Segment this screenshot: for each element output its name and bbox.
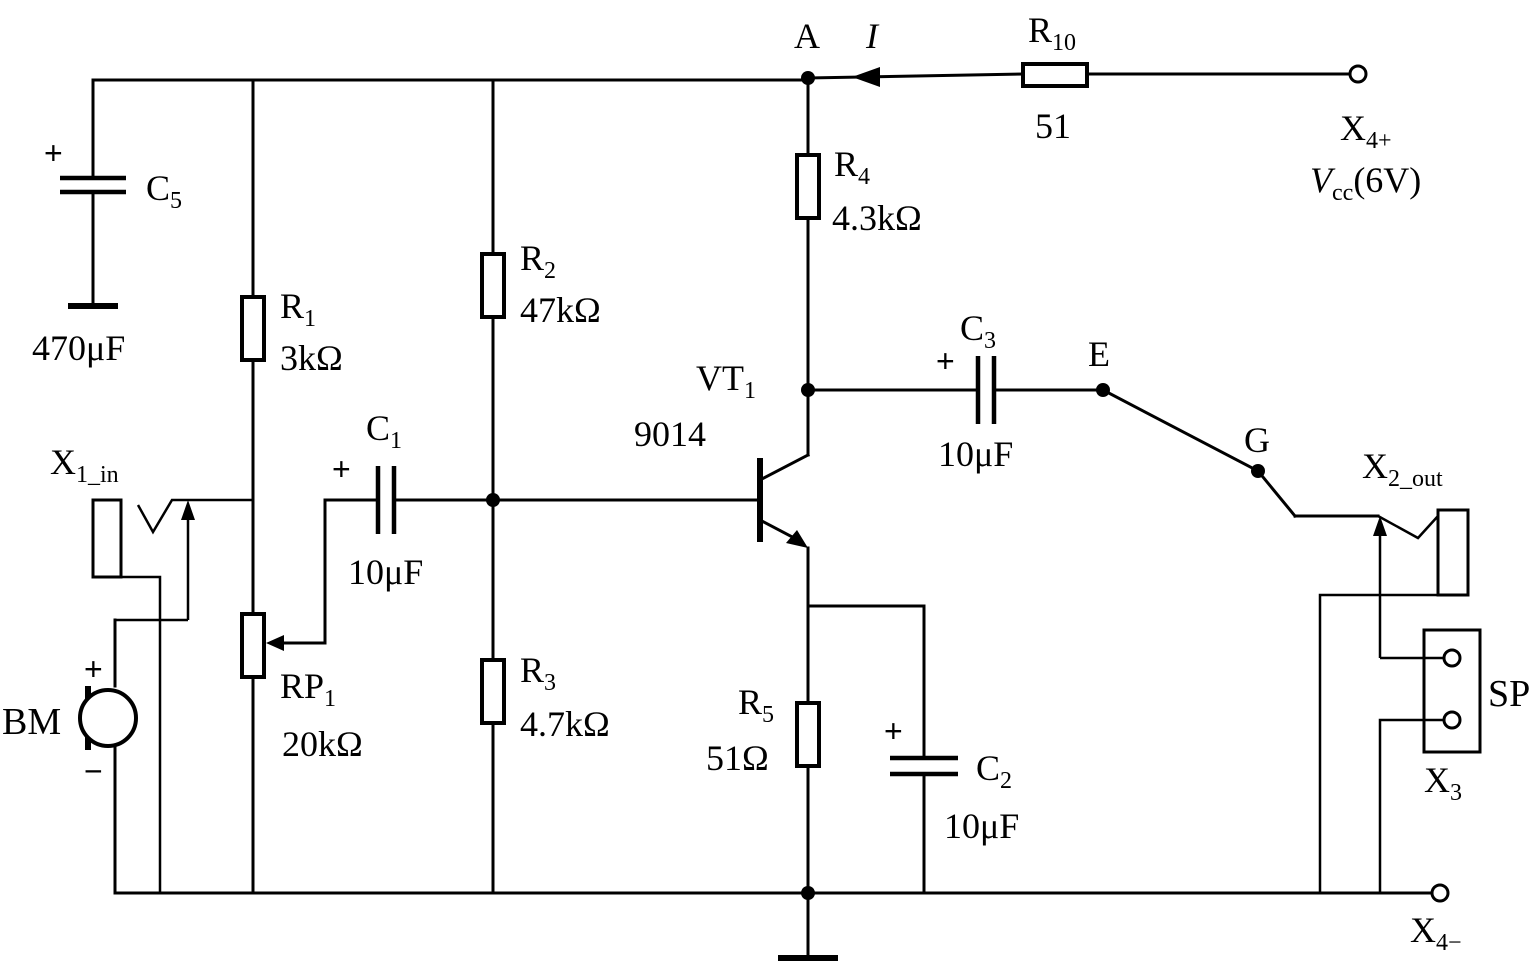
- rp1-potentiometer: [240, 612, 266, 679]
- c3-value: 10μF: [938, 434, 1013, 474]
- emitter-branch: [795, 546, 958, 895]
- r2-r3-branch: [480, 78, 506, 895]
- x1-arrow-icon: [181, 500, 195, 520]
- c5-branch: [60, 78, 126, 309]
- x4-minus-terminal[interactable]: [1430, 883, 1450, 903]
- node-a-dot: [801, 71, 815, 85]
- collector-branch: [795, 78, 1380, 519]
- sp-label: SP: [1488, 673, 1530, 715]
- bottom-rail: [113, 883, 1450, 961]
- rp1-label: RP1: [280, 666, 336, 712]
- r10-resistor: [1021, 62, 1089, 88]
- top-rail: [91, 64, 1368, 87]
- r3-label: R3: [520, 650, 556, 696]
- bm-minus: −: [84, 753, 103, 789]
- x2-label: X2_out: [1362, 446, 1443, 492]
- x4-plus-terminal[interactable]: [1348, 64, 1368, 84]
- bm-plus: +: [84, 651, 103, 687]
- r4-resistor: [795, 153, 821, 220]
- r1-label: R1: [280, 286, 316, 332]
- rp1-wiper-arrow-icon: [266, 635, 284, 651]
- r5-value: 51Ω: [706, 738, 769, 778]
- c1-label: C1: [366, 408, 402, 454]
- current-arrow-icon: [852, 67, 880, 87]
- x1-input-jack: [91, 498, 253, 893]
- c5-label: C5: [146, 168, 182, 214]
- r1-resistor: [240, 295, 266, 362]
- node-e-label: E: [1088, 334, 1110, 374]
- vt1-transistor: [757, 452, 811, 548]
- r2-value: 47kΩ: [520, 290, 601, 330]
- c5-plus: +: [44, 135, 63, 171]
- x3-pin-1[interactable]: [1442, 648, 1462, 668]
- vt1-label: VT1: [696, 358, 756, 404]
- c5-value: 470μF: [32, 328, 125, 368]
- c3-plus: +: [936, 343, 955, 379]
- c2-value: 10μF: [944, 806, 1019, 846]
- rp1-value: 20kΩ: [282, 724, 363, 764]
- x2-arrow-icon: [1373, 516, 1387, 536]
- r5-label: R5: [738, 682, 774, 728]
- x4-minus-label: X4−: [1410, 910, 1462, 956]
- bm-label: BM: [2, 701, 61, 743]
- c1-value: 10μF: [348, 552, 423, 592]
- sp-speaker-connector: [1378, 628, 1482, 893]
- c3-label: C3: [960, 308, 996, 354]
- x4-plus-label: X4+: [1340, 108, 1392, 154]
- r10-label: R10: [1028, 10, 1076, 56]
- x1-label: X1_in: [50, 442, 119, 488]
- r2-resistor: [480, 252, 506, 319]
- c2-plus: +: [884, 713, 903, 749]
- x3-label: X3: [1424, 760, 1462, 806]
- c1-branch: [323, 466, 758, 534]
- r10-value: 51: [1035, 106, 1071, 146]
- vt1-part: 9014: [634, 414, 706, 454]
- r1-value: 3kΩ: [280, 338, 343, 378]
- x3-pin-2[interactable]: [1442, 710, 1462, 730]
- node-a-label: A: [794, 16, 820, 56]
- c1-plus: +: [332, 451, 351, 487]
- r5-resistor: [795, 701, 821, 768]
- current-label: I: [865, 16, 880, 56]
- r1-rp1-branch: [240, 78, 327, 895]
- vcc-label: Vcc(6V): [1310, 160, 1421, 206]
- r3-resistor: [480, 658, 506, 725]
- node-g-label: G: [1244, 420, 1270, 460]
- x2-output-jack: [1318, 508, 1470, 893]
- c2-label: C2: [976, 748, 1012, 794]
- r2-label: R2: [520, 238, 556, 284]
- bm-microphone: [78, 618, 138, 895]
- r4-label: R4: [834, 144, 870, 190]
- r3-value: 4.7kΩ: [520, 704, 610, 744]
- r4-value: 4.3kΩ: [832, 198, 922, 238]
- emitter-arrow-icon: [786, 530, 808, 548]
